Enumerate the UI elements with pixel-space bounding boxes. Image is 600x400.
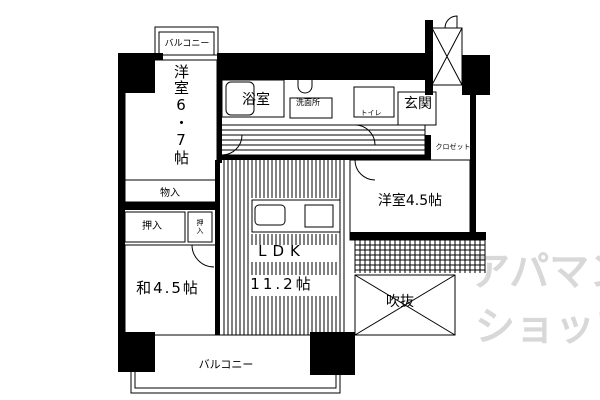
- washroom: [289, 97, 333, 119]
- western-room-2-label: 洋室4.5帖: [378, 192, 442, 209]
- bath-label: 浴室: [242, 91, 270, 108]
- western-room-1-label: 洋室6・7帖: [172, 64, 190, 166]
- storage-label: 物入: [160, 186, 180, 199]
- ldk-flooring: [223, 160, 345, 335]
- svg-text:ショップ: ショップ: [475, 304, 600, 350]
- ldk-label: LDK: [258, 242, 306, 260]
- balcony-bottom-label: バルコニー: [199, 358, 254, 371]
- oshiire-2: [187, 211, 213, 243]
- ldk-size-label: 11.2帖: [250, 275, 313, 293]
- balcony-top-label: バルコニー: [165, 38, 210, 49]
- entrance-label: 玄関: [404, 95, 432, 112]
- sink-icon: [297, 71, 313, 94]
- stove-icon: [304, 204, 334, 228]
- svg-text:アパマン: アパマン: [470, 249, 600, 295]
- oshiire-2-char: 押: [197, 218, 204, 227]
- closet-label: クロゼット: [436, 142, 471, 151]
- terrace-grid: [354, 239, 486, 273]
- oshiire-1-label: 押入: [142, 219, 162, 232]
- kitchen-sink-icon: [254, 204, 286, 226]
- oshiire-2-char: 入: [197, 227, 204, 235]
- toilet-room: [353, 86, 395, 118]
- toilet-label: トイレ: [361, 109, 382, 117]
- washroom-label: 洗面所: [296, 97, 320, 107]
- japanese-room-label: 和4.5帖: [136, 279, 200, 297]
- watermark-logo: アパマン ショップ: [470, 249, 600, 350]
- void-area: [354, 274, 456, 336]
- void-label: 吹抜: [386, 294, 414, 310]
- walls: [118, 20, 490, 375]
- hallway-flooring: [219, 124, 426, 156]
